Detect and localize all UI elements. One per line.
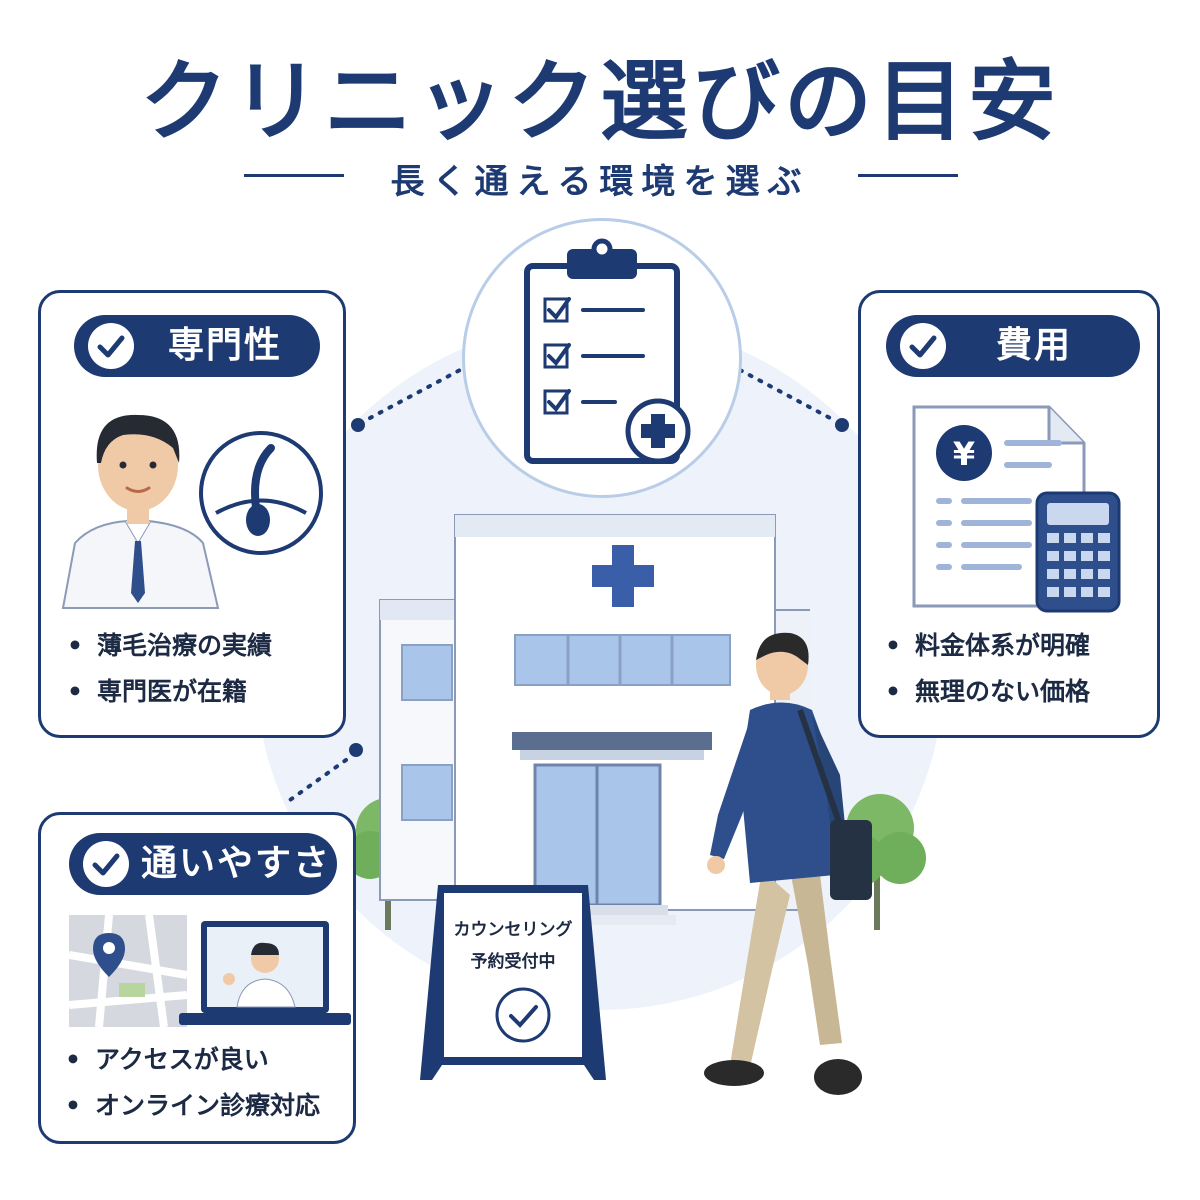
check-icon: [83, 841, 129, 887]
subtitle-left-rule: [244, 174, 344, 177]
specialty-label: 専門性: [168, 325, 283, 366]
sign-line-2: 予約受付中: [470, 952, 556, 972]
access-bullets: アクセスが良い オンライン診療対応: [65, 1037, 320, 1129]
counseling-sign: カウンセリング 予約受付中: [418, 885, 608, 1085]
walking-man: [704, 632, 872, 1095]
specialty-card: 専門性 薄毛治療の実績 専門医が在籍: [38, 290, 346, 738]
specialty-bullets: 薄毛治療の実績 専門医が在籍: [67, 623, 272, 715]
cost-card: 費用 ¥ 料金体系が明確 無理のない価格: [858, 290, 1160, 738]
subtitle-right-rule: [858, 174, 958, 177]
cost-bullets: 料金体系が明確 無理のない価格: [885, 623, 1090, 715]
map-icon: [69, 915, 187, 1027]
list-item: オンライン診療対応: [65, 1083, 320, 1129]
medical-cross-icon: [592, 545, 654, 607]
access-label: 通いやすさ: [141, 843, 332, 884]
svg-text:¥: ¥: [953, 435, 975, 473]
list-item: 専門医が在籍: [67, 669, 272, 715]
hair-follicle-icon: [199, 431, 323, 555]
list-item: 薄毛治療の実績: [67, 623, 272, 669]
invoice-calculator-illustration: ¥: [912, 405, 1121, 613]
doctor-icon: [61, 414, 220, 609]
check-icon: [495, 987, 551, 1043]
calculator-icon: [1035, 491, 1121, 613]
map-pin-icon: [93, 933, 125, 977]
page-subtitle: 長く通える環境を選ぶ: [390, 162, 810, 202]
specialty-label-pill: 専門性: [74, 315, 320, 377]
check-icon: [900, 323, 946, 369]
access-card: 通いやすさ アクセスが良い オンライン診療対応: [38, 812, 356, 1144]
check-icon: [88, 323, 134, 369]
cost-label: 費用: [996, 325, 1073, 366]
clipboard-circle: [462, 218, 742, 498]
yen-coin-icon: ¥: [936, 425, 992, 481]
access-label-pill: 通いやすさ: [69, 833, 337, 895]
sign-frame: [420, 885, 606, 1080]
cost-label-pill: 費用: [886, 315, 1140, 377]
list-item: 料金体系が明確: [885, 623, 1090, 669]
laptop-icon: [179, 921, 351, 1025]
subtitle-row: 長く通える環境を選ぶ: [0, 150, 1200, 202]
clipboard-icon: [524, 238, 691, 464]
list-item: アクセスが良い: [65, 1037, 320, 1083]
list-item: 無理のない価格: [885, 669, 1090, 715]
page-title: クリニック選びの目安: [139, 50, 1060, 153]
sign-line-1: カウンセリング: [453, 920, 573, 940]
